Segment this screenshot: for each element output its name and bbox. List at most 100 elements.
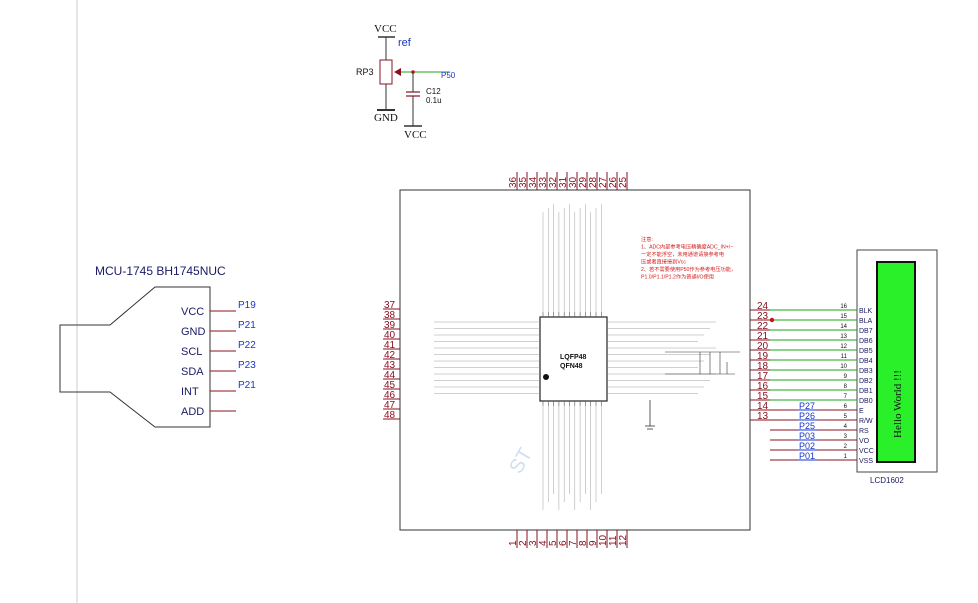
- lcd-pin-label: VCC: [859, 448, 874, 455]
- c12-label: C12: [426, 87, 441, 96]
- mcu-top-pin-num: 36: [508, 176, 519, 188]
- mcu-top-pin-num: 30: [568, 176, 579, 188]
- lcd-screen: [876, 261, 916, 463]
- lcd-pin-label: RS: [859, 428, 869, 435]
- lcd-name: LCD1602: [870, 476, 904, 485]
- mcu-right-pin-num: 17: [757, 371, 769, 382]
- sensor-pin-gnd: GND: [181, 326, 206, 338]
- lcd-display-text: Hello World !!!: [892, 370, 904, 438]
- lcd-net-label: P25: [799, 421, 815, 431]
- lcd-pin-num: 9: [844, 374, 848, 380]
- mcu-right-pin-num: 15: [757, 391, 769, 402]
- lcd-pin-num: 11: [841, 354, 848, 360]
- mcu-bottom-pin-num: 7: [568, 540, 579, 546]
- lcd-pin-num: 6: [844, 404, 848, 410]
- sensor-net-label: P19: [238, 300, 256, 311]
- lcd1602: Hello World !!! LCD1602 16BLK15BLA14DB71…: [769, 249, 938, 485]
- package-line1: LQFP48: [560, 354, 587, 361]
- lcd-pin-label: BLA: [859, 318, 873, 325]
- mcu-bottom-pin-num: 1: [508, 540, 519, 546]
- lcd-pin-num: 16: [840, 304, 847, 310]
- mcu-left-pin-num: 42: [384, 350, 396, 361]
- lcd-net-label: P03: [799, 431, 815, 441]
- note-line: 压或者直接接到Vcc: [641, 258, 686, 266]
- mcu-top-pin-num: 25: [618, 176, 629, 188]
- sensor-net-label: P21: [238, 320, 256, 331]
- mcu-right-pin-num: 18: [757, 361, 769, 372]
- mcu-signal-traces: [434, 204, 716, 510]
- mcu-right-pin-num: 14: [757, 401, 769, 412]
- lcd-pin-label: DB4: [859, 358, 873, 365]
- mcu-right-pin-num: 20: [757, 341, 769, 352]
- lcd-pin-label: R/W: [859, 418, 873, 425]
- sensor-pin-add: ADD: [181, 406, 204, 418]
- mcu-core: [539, 316, 608, 402]
- rp3-resistor: [379, 59, 393, 85]
- mcu-bottom-pin-num: 5: [548, 540, 559, 546]
- mcu-bottom-pin-num: 4: [538, 540, 549, 546]
- st-watermark: ST: [505, 444, 537, 477]
- mcu-left-pin-num: 46: [384, 390, 396, 401]
- lcd-pin-num: 8: [844, 384, 848, 390]
- lcd-pin-num: 7: [844, 394, 848, 400]
- mcu-right-pin-num: 16: [757, 381, 769, 392]
- mcu-top-pin-num: 33: [538, 176, 549, 188]
- package-line2: QFN48: [560, 363, 583, 370]
- mcu-bottom-pin-num: 2: [518, 540, 529, 546]
- lcd-body: [856, 249, 938, 473]
- note-line: 2、若不需要使用P50作为参考电压功能，: [641, 265, 736, 273]
- transistor-network: [665, 351, 740, 375]
- mcu-bottom-pin-num: 8: [578, 540, 589, 546]
- lcd-net-label: P26: [799, 411, 815, 421]
- sensor-outline: [59, 286, 211, 428]
- p50-net-label: P50: [441, 71, 456, 80]
- mcu-left-pin-num: 39: [384, 320, 396, 331]
- sensor-pin-vcc: VCC: [181, 306, 204, 318]
- lcd-pin-num: 10: [840, 364, 847, 370]
- ref-circuit: VCC ref RP3 P50 C12 0.1u GND VCC: [356, 23, 456, 141]
- lcd-pin-num: 13: [840, 334, 847, 340]
- mcu-right-pin-num: 23: [757, 311, 769, 322]
- vcc-label-top: VCC: [374, 23, 397, 35]
- lcd-pin-num: 2: [844, 444, 848, 450]
- mcu-left-pin-num: 45: [384, 380, 396, 391]
- lcd-net-label: P01: [799, 451, 815, 461]
- lcd-pin-label: DB0: [859, 398, 873, 405]
- sensor-title: MCU-1745 BH1745NUC: [95, 264, 226, 278]
- ref-label: ref: [398, 37, 412, 49]
- note-line: 注意:: [641, 235, 653, 243]
- lcd-pin-label: E: [859, 408, 864, 415]
- junction-bla: [769, 317, 775, 323]
- mcu-right-pin-num: 19: [757, 351, 769, 362]
- lcd-pin-num: 5: [844, 414, 848, 420]
- ground-symbol: [645, 400, 655, 430]
- mcu-top-pin-num: 26: [608, 176, 619, 188]
- mcu: LQFP48 QFN48 373839404142434445464748242…: [383, 172, 770, 548]
- mcu-top-pin-num: 29: [578, 176, 589, 188]
- mcu-bottom-pin-num: 11: [608, 535, 619, 546]
- gnd-label: GND: [374, 112, 398, 124]
- lcd-pin-num: 4: [844, 424, 848, 430]
- lcd-pin-label: VSS: [859, 458, 873, 465]
- mcu-left-pin-num: 41: [384, 340, 396, 351]
- sensor-net-label: P21: [238, 380, 256, 391]
- lcd-pin-label: DB3: [859, 368, 873, 375]
- sensor-pin-sda: SDA: [181, 366, 204, 378]
- mcu-top-pin-num: 32: [548, 176, 559, 188]
- lcd-pin-label: BLK: [859, 308, 873, 315]
- note-line: P1.0/P1.1/P1.2作为普通I/O使用: [641, 273, 714, 281]
- mcu-left-pin-num: 48: [384, 410, 396, 421]
- mcu-top-pin-num: 31: [558, 176, 569, 188]
- vcc-label-bottom: VCC: [404, 129, 427, 141]
- mcu-left-pin-num: 38: [384, 310, 396, 321]
- mcu-left-pin-num: 43: [384, 360, 396, 371]
- sensor-module: MCU-1745 BH1745NUC VCCP19GNDP21SCLP22SDA…: [59, 264, 256, 428]
- mcu-bottom-pin-num: 6: [558, 540, 569, 546]
- wiper-arrow: [394, 68, 401, 76]
- lcd-pin-num: 3: [844, 434, 848, 440]
- lcd-pin-num: 15: [840, 314, 847, 320]
- sensor-pin-scl: SCL: [181, 346, 202, 358]
- mcu-right-pin-num: 13: [757, 411, 769, 422]
- lcd-pin-label: DB5: [859, 348, 873, 355]
